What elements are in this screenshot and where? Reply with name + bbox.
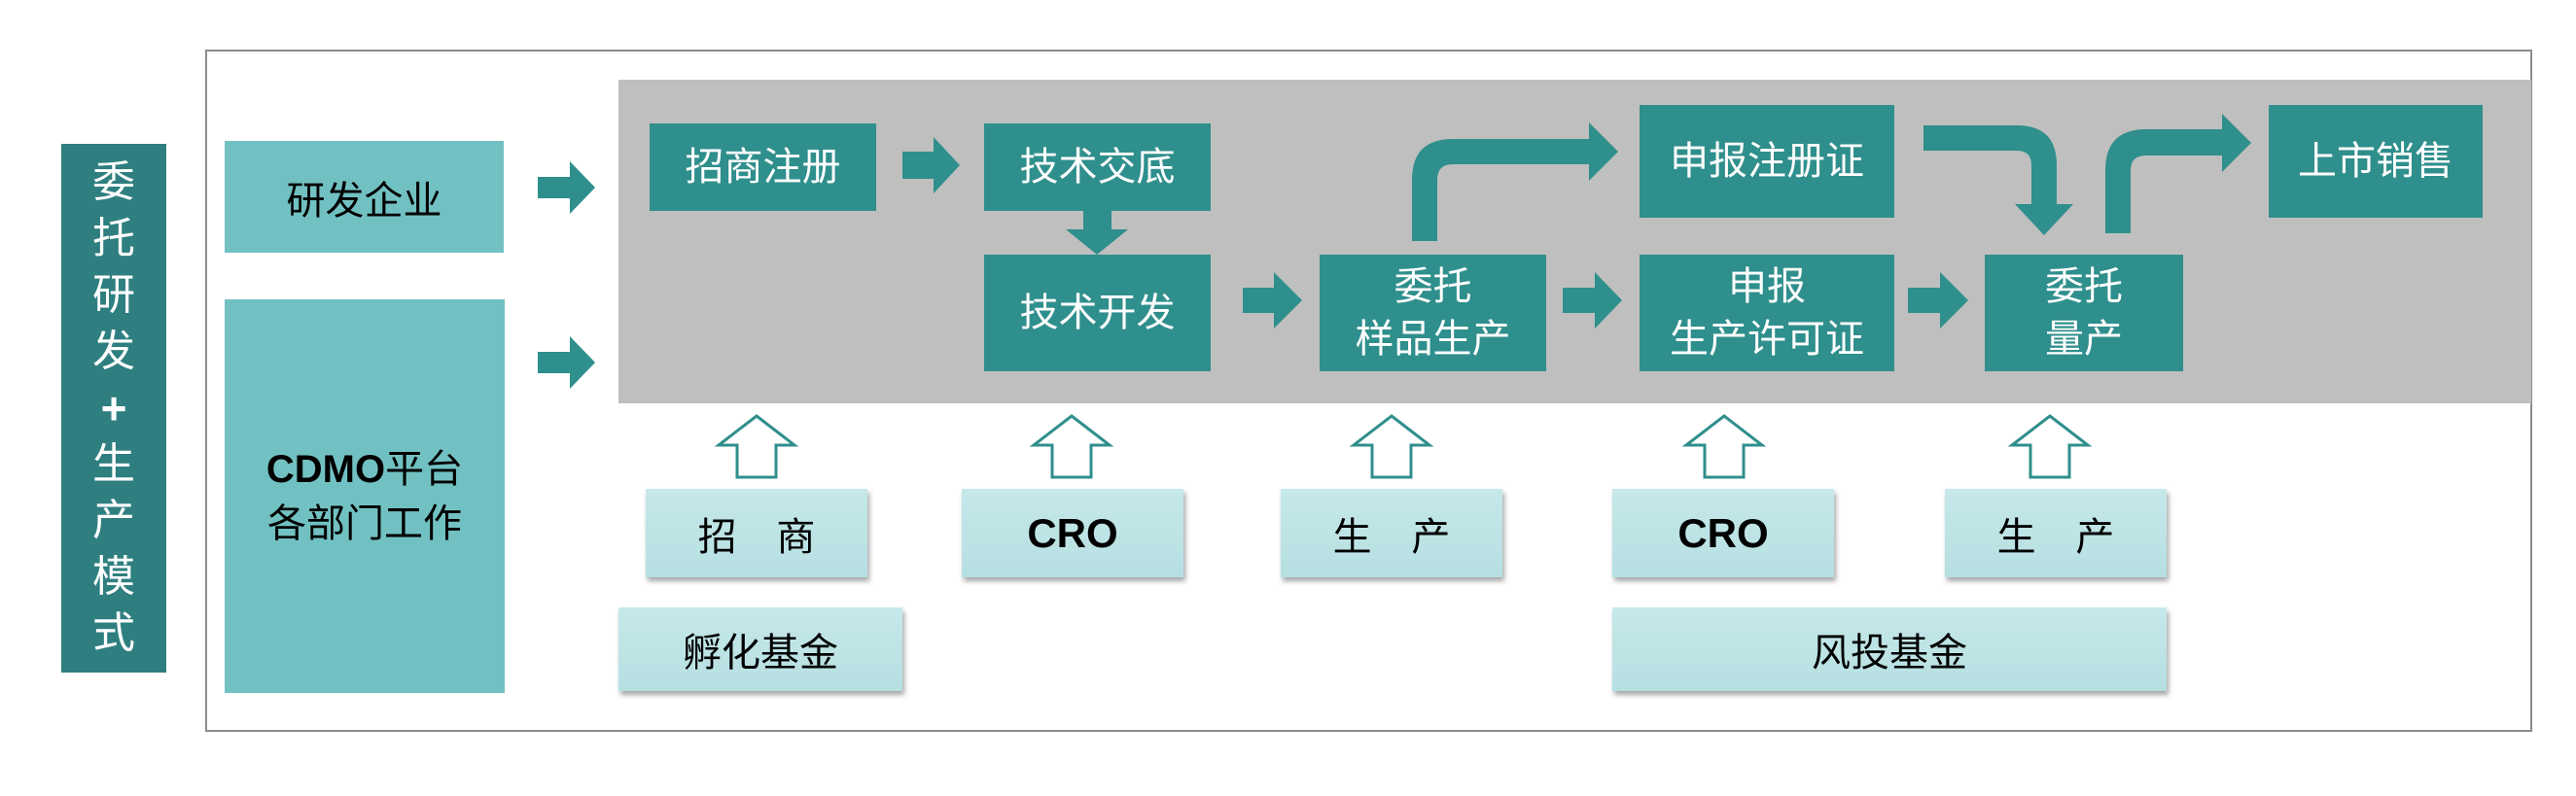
tech-handover-box: 技术交底	[984, 123, 1211, 211]
invest-register-label: 招商注册	[685, 145, 841, 190]
arrow-right-icon	[538, 161, 595, 214]
support-production-label-2: 生 产	[1996, 514, 2129, 560]
side-char: 发	[92, 327, 135, 376]
cdmo-box: CDMO平台 各部门工作	[225, 299, 505, 693]
side-char: 生	[92, 439, 135, 489]
venture-fund-box: 风投基金	[1612, 607, 2167, 691]
apply-license-box: 申报 生产许可证	[1640, 255, 1894, 371]
side-label: 委 托 研 发 + 生 产 模 式	[61, 144, 166, 673]
hollow-up-arrow-icon	[1349, 414, 1434, 479]
mass-line1: 委托	[2045, 264, 2123, 309]
side-char: 产	[92, 496, 135, 545]
support-cro-box: CRO	[962, 489, 1183, 577]
invest-register-box: 招商注册	[650, 123, 876, 211]
sample-line1: 委托	[1394, 264, 1472, 309]
sample-production-box: 委托 样品生产	[1320, 255, 1546, 371]
rd-company-box: 研发企业	[225, 141, 504, 253]
support-invest-label: 招 商	[697, 514, 829, 560]
arrow-right-icon	[902, 137, 960, 193]
side-char: 模	[92, 552, 135, 602]
tech-develop-label: 技术开发	[1019, 291, 1176, 335]
arrow-right-icon	[538, 336, 595, 389]
side-char: 式	[92, 608, 135, 658]
arrow-right-icon	[1908, 272, 1968, 329]
support-cro-label: CRO	[1027, 509, 1118, 556]
support-production-box-2: 生 产	[1945, 489, 2167, 577]
support-invest-box: 招 商	[646, 489, 867, 577]
curved-arrow-icon	[1923, 125, 2073, 235]
apply-line2: 生产许可证	[1670, 317, 1864, 362]
support-cro-box-2: CRO	[1612, 489, 1834, 577]
mass-production-box: 委托 量产	[1985, 255, 2183, 371]
apply-line1: 申报	[1728, 264, 1806, 309]
cdmo-rest: 平台	[385, 446, 464, 492]
side-char: +	[100, 383, 127, 433]
sample-line2: 样品生产	[1355, 317, 1511, 362]
apply-cert-label: 申报注册证	[1670, 139, 1864, 184]
curved-arrow-icon	[1412, 122, 1618, 241]
cdmo-line2: 各部门工作	[267, 501, 462, 546]
apply-cert-box: 申报注册证	[1640, 105, 1894, 218]
arrow-down-icon	[1066, 211, 1128, 255]
incubation-fund-label: 孵化基金	[683, 631, 838, 675]
hollow-up-arrow-icon	[714, 414, 799, 479]
venture-fund-label: 风投基金	[1812, 631, 1967, 675]
market-sales-label: 上市销售	[2298, 139, 2453, 184]
mass-line2: 量产	[2045, 317, 2123, 362]
support-production-box: 生 产	[1281, 489, 1502, 577]
support-cro-label-2: CRO	[1677, 509, 1769, 556]
arrow-right-icon	[1563, 272, 1622, 329]
arrow-right-icon	[1243, 272, 1302, 329]
side-char: 研	[92, 270, 135, 320]
curved-arrow-icon	[2105, 114, 2251, 233]
side-char: 托	[92, 214, 135, 263]
hollow-up-arrow-icon	[1029, 414, 1114, 479]
tech-develop-box: 技术开发	[984, 255, 1211, 371]
rd-company-label: 研发企业	[286, 178, 442, 224]
hollow-up-arrow-icon	[2007, 414, 2093, 479]
cdmo-line1: CDMO平台	[266, 442, 463, 497]
support-production-label: 生 产	[1332, 514, 1464, 560]
tech-handover-label: 技术交底	[1019, 145, 1176, 190]
market-sales-box: 上市销售	[2269, 105, 2483, 218]
side-char: 委	[92, 157, 135, 207]
incubation-fund-box: 孵化基金	[618, 607, 902, 691]
cdmo-bold: CDMO	[265, 447, 386, 491]
hollow-up-arrow-icon	[1681, 414, 1767, 479]
